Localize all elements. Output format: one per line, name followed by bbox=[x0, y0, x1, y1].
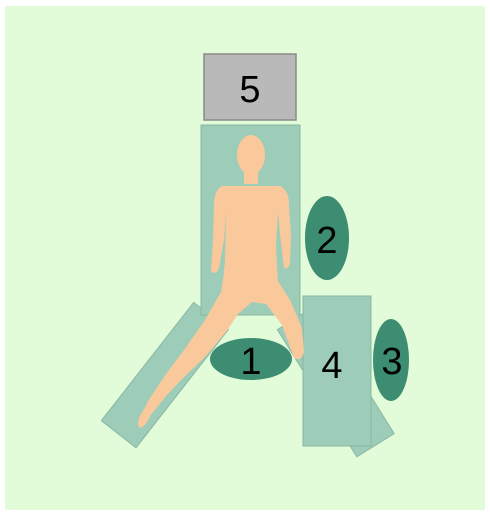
label-lower-1: 1 bbox=[240, 341, 261, 383]
label-board-4: 4 bbox=[321, 345, 342, 387]
label-head-5: 5 bbox=[239, 69, 260, 111]
label-side-2: 2 bbox=[316, 220, 337, 262]
label-board-side-3: 3 bbox=[381, 341, 402, 383]
